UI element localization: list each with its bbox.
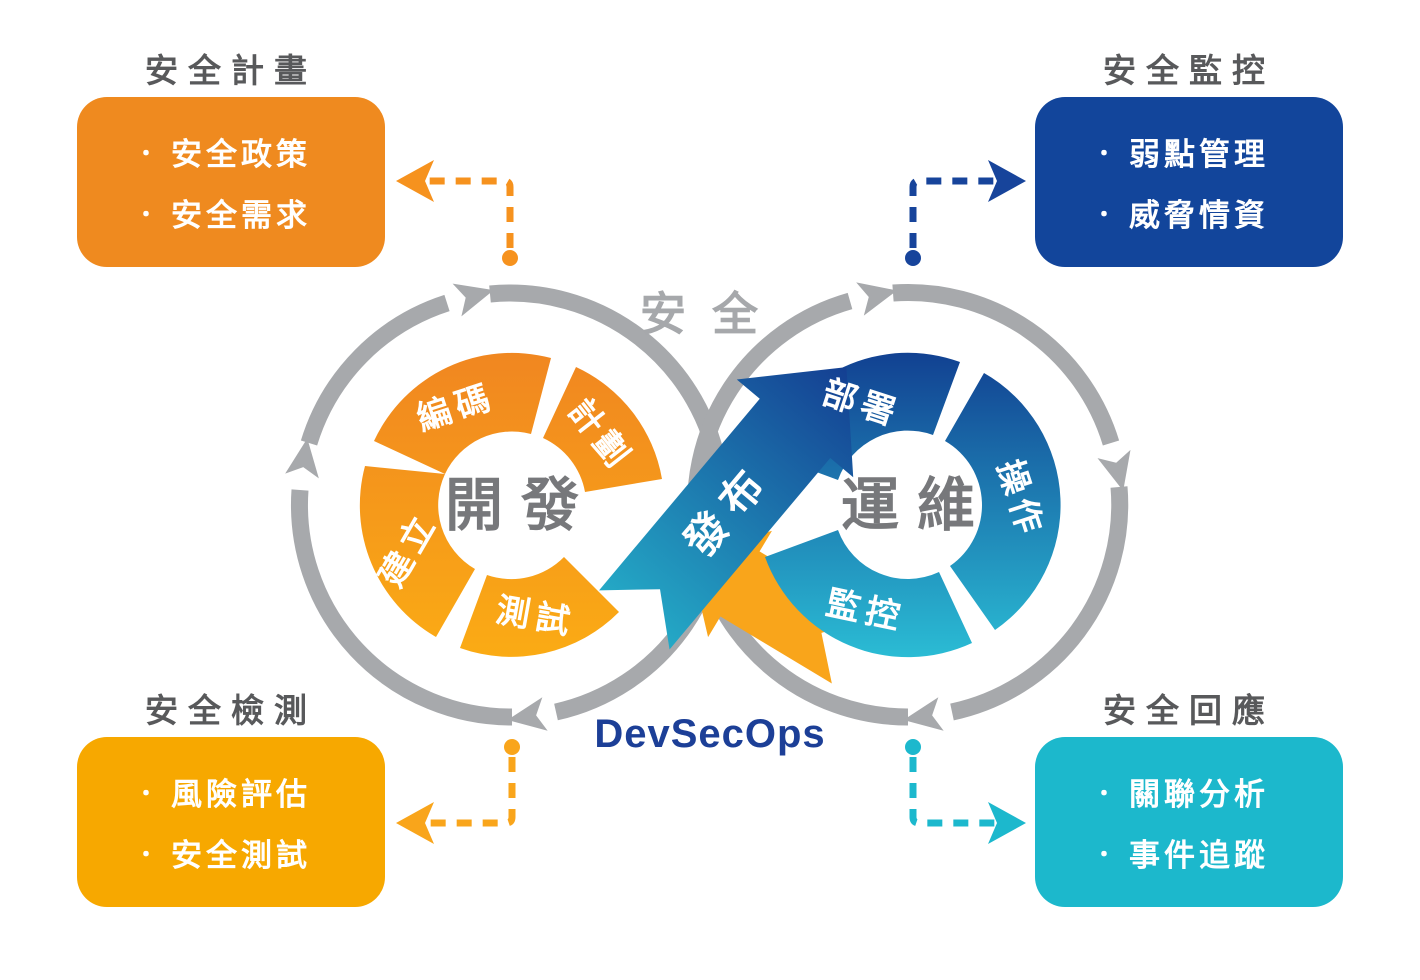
bullet-icon: ・ <box>135 140 162 166</box>
test-item-2: 安全測試 <box>171 838 312 873</box>
list-item: ・ 安全政策 <box>135 129 385 174</box>
bullet-icon: ・ <box>1093 780 1120 806</box>
dev-segment-code <box>374 352 551 474</box>
respond-item-2: 事件追蹤 <box>1129 838 1270 873</box>
ops-segment-monitor <box>765 530 972 658</box>
connector-monitor <box>905 160 1026 266</box>
bullet-icon: ・ <box>1093 140 1120 166</box>
connector-test <box>396 739 520 844</box>
ops-segment-operate <box>945 373 1061 630</box>
connector-dot <box>504 739 520 755</box>
security-ring-arrowheads <box>285 282 1131 731</box>
bullet-icon: ・ <box>135 201 162 227</box>
test-callout-box: ・ 風險評估 ・ 安全測試 <box>77 737 385 907</box>
dev-loop-ring <box>359 352 662 657</box>
dev-loop-label: 開發 <box>445 473 597 538</box>
plan-callout-header: 安全計畫 <box>145 52 317 89</box>
ring-arrow-icon <box>452 283 494 317</box>
list-item: ・ 安全需求 <box>135 190 385 235</box>
plan-callout-box: ・ 安全政策 ・ 安全需求 <box>77 97 385 267</box>
connector-respond <box>905 739 1026 844</box>
connector-arrow-icon <box>396 802 434 844</box>
ring-arrow-icon <box>507 697 548 731</box>
bullet-icon: ・ <box>1093 841 1120 867</box>
monitor-callout-box: ・ 弱點管理 ・ 威脅情資 <box>1035 97 1343 267</box>
monitor-item-2: 威脅情資 <box>1129 198 1270 233</box>
respond-callout-header: 安全回應 <box>1103 692 1275 729</box>
list-item: ・ 威脅情資 <box>1093 190 1343 235</box>
ring-arrow-icon <box>1097 449 1131 491</box>
test-item-1: 風險評估 <box>171 777 312 812</box>
ops-loop-label: 運維 <box>841 473 993 538</box>
list-item: ・ 安全測試 <box>135 830 385 875</box>
bullet-icon: ・ <box>1093 201 1120 227</box>
list-item: ・ 風險評估 <box>135 769 385 814</box>
devsecops-brand: DevSecOps <box>594 712 826 756</box>
ring-arrow-icon <box>285 438 319 479</box>
dev-segment-build <box>359 466 475 637</box>
security-title: 安全 <box>640 288 784 340</box>
dev-segment-plan <box>543 367 662 492</box>
connector-dot <box>502 250 518 266</box>
list-item: ・ 弱點管理 <box>1093 129 1343 174</box>
ring-arrow-icon <box>903 697 944 731</box>
test-callout-header: 安全檢測 <box>145 692 317 729</box>
monitor-callout-header: 安全監控 <box>1103 52 1275 89</box>
respond-callout-box: ・ 關聯分析 ・ 事件追蹤 <box>1035 737 1343 907</box>
respond-item-1: 關聯分析 <box>1129 777 1270 812</box>
bullet-icon: ・ <box>135 780 162 806</box>
connector-dot <box>905 250 921 266</box>
list-item: ・ 關聯分析 <box>1093 769 1343 814</box>
connector-arrow-icon <box>988 160 1026 202</box>
connector-arrow-icon <box>396 160 434 202</box>
bullet-icon: ・ <box>135 841 162 867</box>
plan-item-2: 安全需求 <box>171 198 312 233</box>
connector-plan <box>396 160 518 266</box>
list-item: ・ 事件追蹤 <box>1093 830 1343 875</box>
plan-item-1: 安全政策 <box>171 137 312 172</box>
ring-arrow-icon <box>856 282 898 316</box>
monitor-item-1: 弱點管理 <box>1129 137 1270 172</box>
connector-dot <box>905 739 921 755</box>
connector-arrow-icon <box>988 802 1026 844</box>
dev-segment-test <box>460 557 619 657</box>
